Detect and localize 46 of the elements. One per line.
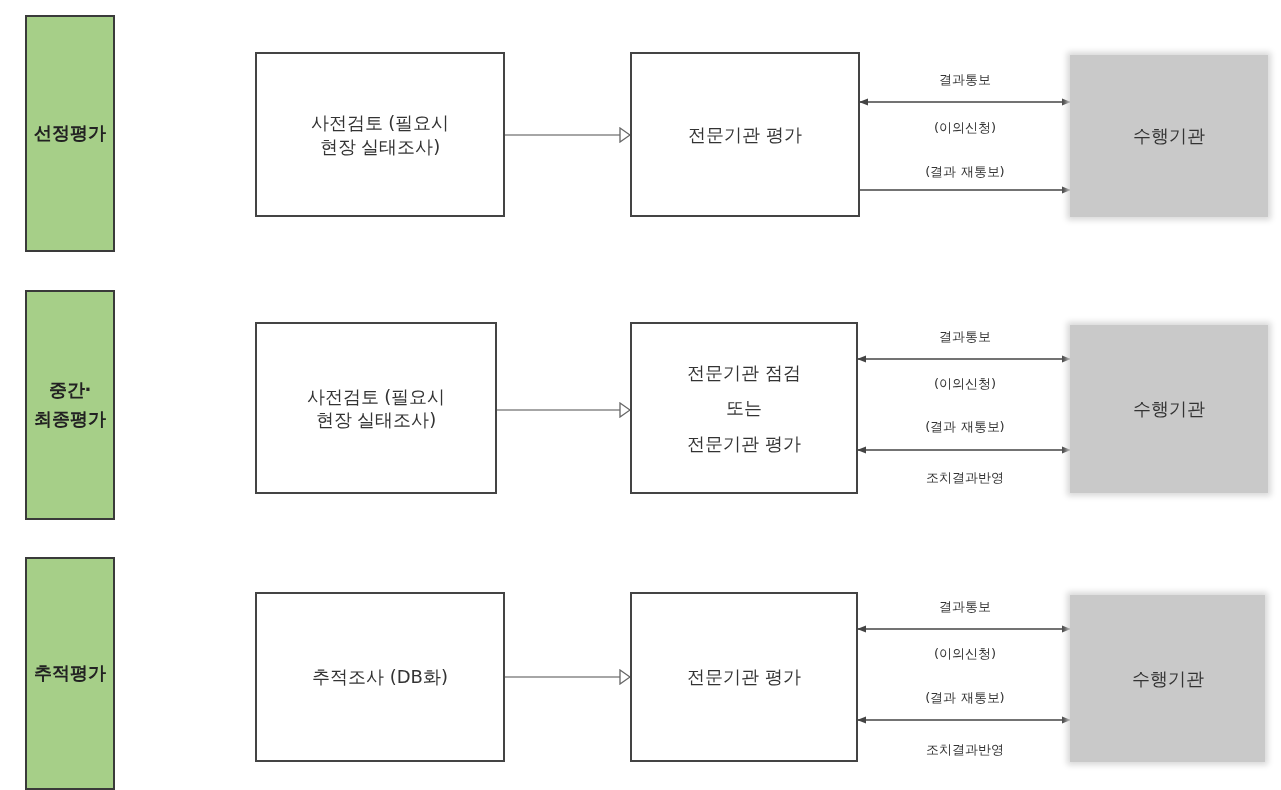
process-box	[630, 52, 860, 217]
box-label: 사전검토 (필요시 현장 실태조사)	[309, 111, 451, 158]
stage-box	[25, 15, 115, 252]
arrow-label: (이의신청)	[933, 375, 997, 393]
arrow-label: 결과통보	[939, 71, 991, 89]
arrow-label: 결과통보	[939, 598, 991, 616]
box-label: 수행기관	[1133, 124, 1205, 148]
box-label: 수행기관	[1131, 666, 1204, 691]
arrow	[496, 402, 631, 418]
box-label: 또는	[726, 396, 762, 420]
arrow	[857, 355, 1071, 363]
arrow	[859, 98, 1071, 106]
box-label: 선정평가	[34, 121, 106, 146]
arrow-label: (결과 재통보)	[925, 418, 1005, 436]
process-box	[255, 592, 505, 762]
box-label: 전문기관 점검	[687, 360, 801, 385]
box-label: 전문기관 평가	[687, 431, 801, 456]
box-label: 추적조사 (DB화)	[312, 665, 448, 689]
box-label: 추적평가	[34, 661, 106, 686]
process-box	[630, 592, 858, 762]
arrow	[857, 625, 1071, 633]
arrow	[857, 446, 1071, 454]
arrow-label: (이의신청)	[933, 119, 997, 137]
box-label: 사전검토 (필요시 현장 실태조사)	[305, 384, 447, 432]
box-label: 중간· 최종평가	[33, 378, 107, 431]
arrow-label: (이의신청)	[933, 645, 997, 663]
arrow-label: (결과 재통보)	[925, 163, 1005, 181]
stage-box	[25, 557, 115, 790]
arrow-label: 조치결과반영	[926, 741, 1004, 759]
box-label: 수행기관	[1133, 397, 1205, 421]
process-box	[255, 322, 497, 494]
arrow	[857, 716, 1071, 724]
arrow	[859, 186, 1071, 194]
arrow	[504, 127, 631, 143]
box-label: 전문기관 평가	[687, 665, 801, 689]
agency-box	[1070, 325, 1268, 493]
process-box	[255, 52, 505, 217]
agency-box	[1070, 55, 1268, 217]
arrow-label: (결과 재통보)	[925, 689, 1005, 707]
arrow	[504, 669, 631, 685]
stage-box	[25, 290, 115, 520]
arrow-label: 조치결과반영	[926, 469, 1004, 487]
process-box	[630, 322, 858, 494]
agency-box	[1070, 595, 1265, 762]
arrow-label: 결과통보	[939, 328, 991, 346]
box-label: 전문기관 평가	[688, 122, 802, 147]
